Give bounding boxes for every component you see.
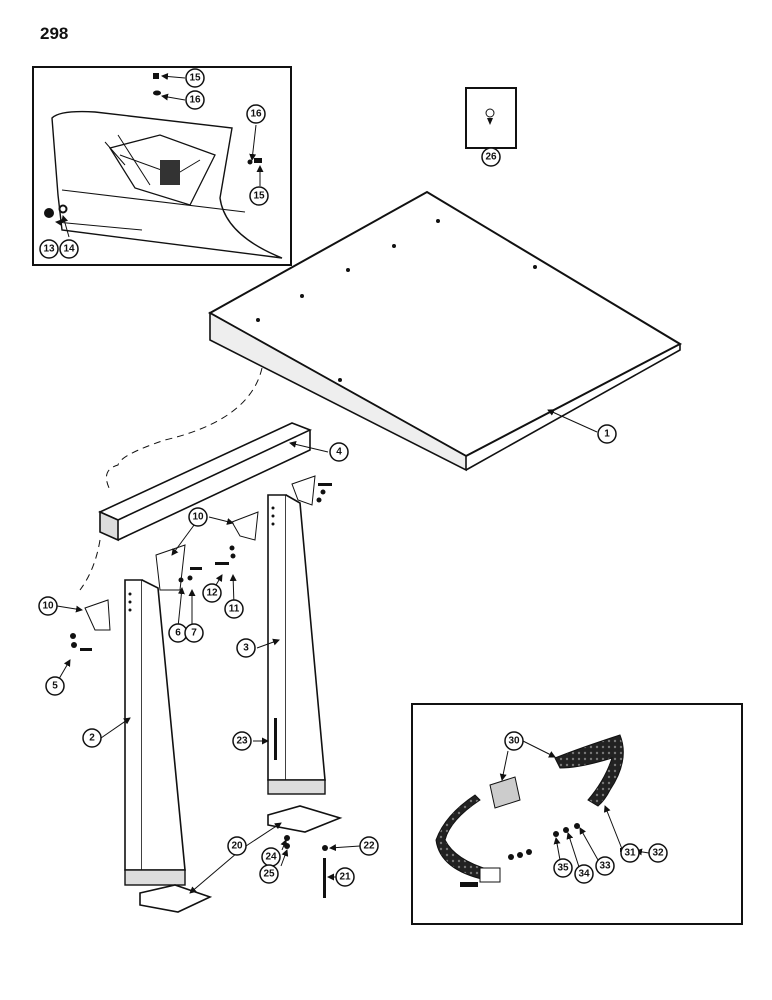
cross-beam — [98, 422, 313, 542]
callout-6-label: 6 — [175, 628, 181, 639]
callout-25-label: 25 — [263, 869, 275, 880]
callout-21-label: 21 — [339, 872, 351, 883]
callout-10-left-label: 10 — [42, 601, 54, 612]
callout-5-label: 5 — [52, 681, 58, 692]
canopy-roof — [207, 190, 683, 472]
callout-25: 25 — [259, 864, 279, 884]
callout-15-right-label: 15 — [253, 191, 265, 202]
detail-inset-seat-belt — [411, 703, 743, 925]
callout-4: 4 — [329, 442, 349, 462]
post-right — [267, 494, 326, 795]
callout-20: 20 — [227, 836, 247, 856]
callout-30: 30 — [504, 731, 524, 751]
callout-21: 21 — [335, 867, 355, 887]
callout-15-top: 15 — [185, 68, 205, 88]
detail-inset-mounting — [32, 66, 292, 266]
callout-26: 26 — [481, 147, 501, 167]
decal-26 — [465, 87, 517, 149]
callout-2: 2 — [82, 728, 102, 748]
callout-11-label: 11 — [229, 604, 240, 615]
post-left — [124, 579, 186, 886]
callout-1: 1 — [597, 424, 617, 444]
callout-4-label: 4 — [336, 447, 342, 458]
callout-30-label: 30 — [508, 736, 520, 747]
callout-22: 22 — [359, 836, 379, 856]
callout-15-top-label: 15 — [189, 73, 201, 84]
callout-5: 5 — [45, 676, 65, 696]
callout-20-label: 20 — [231, 841, 243, 852]
callout-34-label: 34 — [578, 869, 590, 880]
callout-31: 31 — [620, 843, 640, 863]
callout-15-right: 15 — [249, 186, 269, 206]
callout-16-right: 16 — [246, 104, 266, 124]
callout-26-label: 26 — [485, 152, 497, 163]
callout-24: 24 — [261, 847, 281, 867]
callout-3-label: 3 — [243, 643, 249, 654]
callout-1-label: 1 — [604, 429, 610, 440]
callout-34: 34 — [574, 864, 594, 884]
callout-31-label: 31 — [624, 848, 636, 859]
callout-7-label: 7 — [191, 628, 197, 639]
callout-33: 33 — [595, 856, 615, 876]
callout-16-right-label: 16 — [250, 109, 262, 120]
callout-16-top: 16 — [185, 90, 205, 110]
callout-13: 13 — [39, 239, 59, 259]
callout-14-label: 14 — [63, 244, 75, 255]
callout-33-label: 33 — [599, 861, 611, 872]
callout-7: 7 — [184, 623, 204, 643]
callout-12-label: 12 — [206, 588, 218, 599]
callout-3: 3 — [236, 638, 256, 658]
callout-16-top-label: 16 — [189, 95, 201, 106]
callout-32: 32 — [648, 843, 668, 863]
callout-22-label: 22 — [363, 841, 375, 852]
callout-10-center-label: 10 — [192, 512, 204, 523]
callout-35: 35 — [553, 858, 573, 878]
callout-23: 23 — [232, 731, 252, 751]
callout-12: 12 — [202, 583, 222, 603]
callout-2-label: 2 — [89, 733, 95, 744]
callout-24-label: 24 — [265, 852, 277, 863]
callout-23-label: 23 — [236, 736, 248, 747]
callout-11: 11 — [224, 599, 244, 619]
callout-10-left: 10 — [38, 596, 58, 616]
callout-32-label: 32 — [652, 848, 664, 859]
page-number: 298 — [40, 24, 69, 43]
callout-14: 14 — [59, 239, 79, 259]
callout-10-center: 10 — [188, 507, 208, 527]
callout-35-label: 35 — [557, 863, 569, 874]
callout-13-label: 13 — [43, 244, 55, 255]
